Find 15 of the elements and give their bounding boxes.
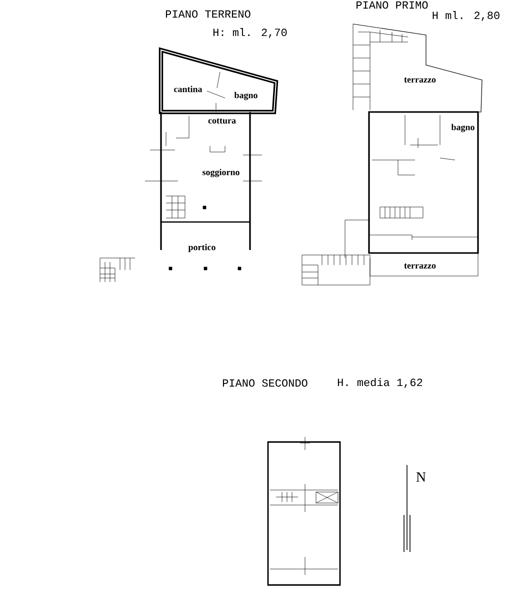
floor-title: PIANO TERRENO [166,10,250,18]
north-label: N [416,472,426,482]
room-label: portico [188,244,216,252]
floor-title: PIANO SECONDO [222,379,308,387]
floor-title: PIANO PRIMO [356,1,428,9]
room-label: terrazzo [404,77,436,83]
room-label: bagno [451,124,474,132]
room-label: cantina [174,86,202,92]
height-note: H. media 1,62 [338,378,422,388]
room-label: soggiorno [202,168,240,178]
room-label: bagno [234,92,258,100]
height-note: H: ml. 2,70 [213,28,287,38]
room-label: terrazzo [404,263,436,269]
height-note: H ml. 2,80 [432,11,500,21]
room-label: cottura [208,118,236,124]
